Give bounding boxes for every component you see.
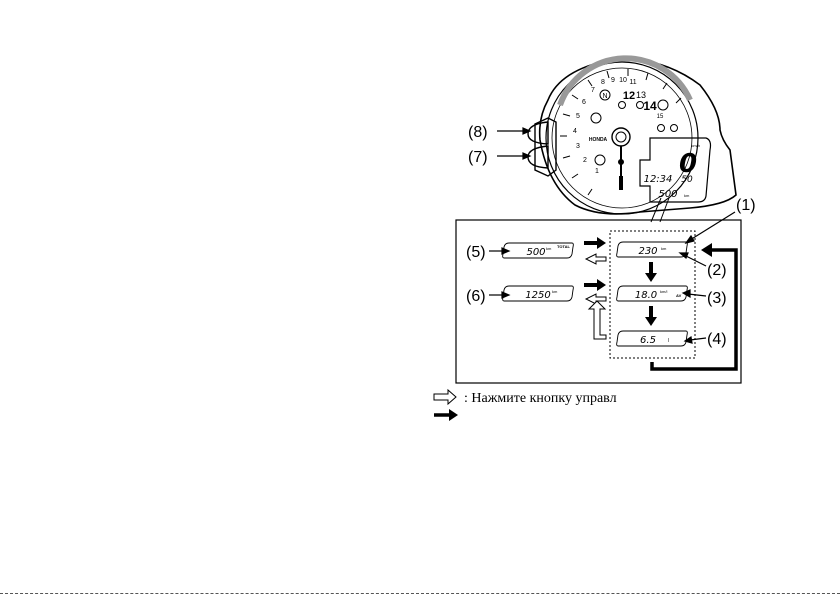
callout-5: (5)	[466, 244, 486, 261]
odometer-value: 500	[526, 247, 545, 258]
brand-logo-text: HONDA	[589, 137, 608, 143]
indicator-lamp-left	[591, 113, 601, 123]
avg-consumption-value: 18.0	[635, 290, 657, 301]
tacho-number-12: 12	[623, 90, 635, 102]
callout-7: (7)	[468, 149, 488, 166]
trip-value: 1250	[525, 290, 550, 301]
odometer-unit: km	[684, 193, 690, 198]
legend-solid-arrow-icon	[434, 409, 458, 421]
callout-3: (3)	[707, 290, 727, 307]
open-arrows	[586, 254, 606, 339]
odometer-display: 500 km TOTAL	[503, 243, 574, 258]
tacho-number-2: 2	[583, 157, 587, 164]
avg-consumption-unit: km/l	[660, 289, 667, 294]
odometer-total-tag: TOTAL	[557, 244, 571, 249]
tacho-number-6: 6	[582, 99, 586, 106]
gear-indicator: N	[602, 93, 607, 100]
tacho-number-5: 5	[576, 113, 580, 120]
odometer-unit-label: km	[546, 246, 552, 251]
fuel-range-value: 230	[638, 246, 657, 257]
trip-unit-label: km	[552, 289, 558, 294]
tacho-number-9: 9	[611, 77, 615, 84]
legend-open-arrow-text: : Нажмите кнопку управл	[464, 391, 617, 406]
avg-consumption-tag: AV	[676, 293, 682, 298]
instant-consumption-unit: l	[668, 338, 669, 344]
tacho-number-3: 3	[576, 143, 580, 150]
tacho-number-10: 10	[619, 77, 627, 84]
needle-hub	[612, 128, 630, 146]
callout-4: (4)	[707, 331, 727, 348]
temp-readout: 50	[681, 175, 693, 185]
indicator-lamp-right	[658, 100, 668, 110]
trip-display: 1250 km	[503, 286, 574, 301]
speed-unit: km/h	[691, 143, 700, 148]
tacho-number-8: 8	[601, 79, 605, 86]
tacho-number-15: 15	[657, 114, 664, 120]
instant-consumption-value: 6.5	[640, 335, 656, 346]
tacho-number-14: 14	[643, 99, 657, 113]
instant-consumption-display: 6.5 l	[617, 331, 688, 346]
page-bottom-divider	[0, 593, 840, 594]
callout-1: (1)	[736, 197, 756, 214]
tacho-number-1: 1	[595, 168, 599, 175]
indicator-lamp-center	[619, 102, 626, 109]
legend: : Нажмите кнопку управл	[434, 390, 617, 421]
legend-open-arrow-icon	[434, 390, 456, 404]
callout-6: (6)	[466, 288, 486, 305]
button-7-shape	[528, 146, 548, 168]
avg-consumption-display: 18.0 km/l AV	[617, 286, 688, 301]
tacho-number-11: 11	[629, 79, 636, 86]
gauge-cluster	[540, 58, 736, 214]
indicator-lamp-temp	[671, 125, 678, 132]
clock-readout: 12:34	[644, 174, 673, 185]
indicator-lamp-high	[595, 155, 605, 165]
callout-8: (8)	[468, 124, 488, 141]
button-8-shape	[528, 122, 548, 144]
fuel-range-display: 230 km	[617, 242, 688, 257]
indicator-lamp-oil	[658, 125, 665, 132]
tacho-number-4: 4	[573, 128, 577, 135]
tacho-number-7: 7	[591, 87, 595, 94]
callout-2: (2)	[707, 262, 727, 279]
fuel-range-unit: km	[661, 246, 667, 251]
